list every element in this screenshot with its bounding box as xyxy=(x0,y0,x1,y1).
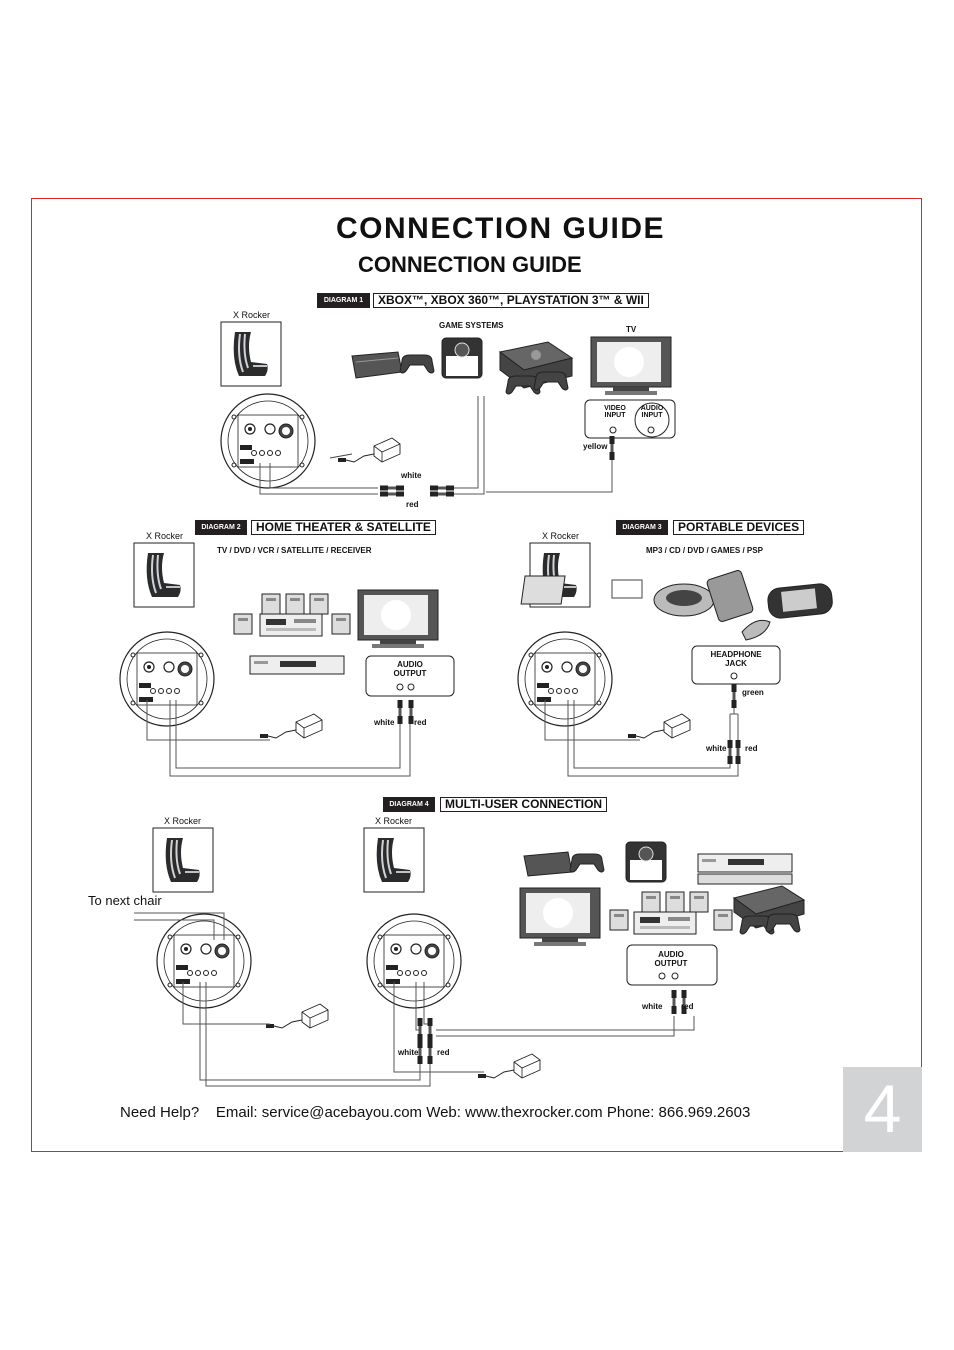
support-web[interactable]: Web: www.thexrocker.com xyxy=(426,1104,603,1121)
diagram-3-red-label: red xyxy=(745,744,758,753)
help-footer: Need Help? Email: service@acebayou.com W… xyxy=(120,1104,750,1121)
diagram-1-devices-label: GAME SYSTEMS xyxy=(439,321,504,330)
diagram-2-tag: DIAGRAM 2 xyxy=(195,520,247,535)
page-number: 4 xyxy=(843,1067,922,1152)
diagram-4-chair-1-label: X Rocker xyxy=(164,816,202,826)
video-input-label: VIDEO INPUT xyxy=(604,405,626,419)
diagram-2-white-label: white xyxy=(374,718,395,727)
support-phone: Phone: 866.969.2603 xyxy=(606,1104,751,1121)
diagram-1-chair-label: X Rocker xyxy=(233,310,271,320)
diagram-2-audio-output-label: AUDIO OUTPUT xyxy=(393,660,427,678)
diagram-4-chair-2-label: X Rocker xyxy=(375,816,413,826)
cable-white-label: white xyxy=(401,471,422,480)
to-next-chair-label: To next chair xyxy=(88,893,162,908)
diagram-2-chair-label: X Rocker xyxy=(146,531,184,541)
diagram-4-white-label-1: white xyxy=(642,1002,663,1011)
help-text: Need Help? xyxy=(120,1104,200,1121)
diagram-3-green-label: green xyxy=(742,688,764,697)
diagram-3-name: PORTABLE DEVICES xyxy=(673,520,805,535)
diagram-4-white-label-2: white xyxy=(398,1048,419,1057)
diagram-3-tag: DIAGRAM 3 xyxy=(616,520,668,535)
cable-yellow-label: yellow xyxy=(583,442,608,451)
diagram-3-white-label: white xyxy=(706,744,727,753)
cable-red-label: red xyxy=(406,500,419,509)
diagram-2-red-label: red xyxy=(414,718,427,727)
ps2-console-icon xyxy=(351,351,403,379)
guide-frame xyxy=(31,198,922,1152)
page-subtitle: CONNECTION GUIDE xyxy=(358,252,582,277)
headphone-jack-label: HEADPHONE JACK xyxy=(710,650,762,668)
diagram-2-name: HOME THEATER & SATELLITE xyxy=(251,520,436,535)
portable-dvd-icon xyxy=(520,575,643,605)
diagram-1-tag: DIAGRAM 1 xyxy=(317,293,370,308)
support-email[interactable]: Email: service@acebayou.com xyxy=(215,1104,423,1121)
diagram-1-tv-label: TV xyxy=(626,325,637,334)
diagram-1-name: XBOX™, XBOX 360™, PLAYSTATION 3™ & WII xyxy=(373,293,649,308)
page-title: CONNECTION GUIDE xyxy=(336,212,666,245)
diagram-2-devices-label: TV / DVD / VCR / SATELLITE / RECEIVER xyxy=(217,546,372,555)
diagram-3-devices-label: MP3 / CD / DVD / GAMES / PSP xyxy=(646,546,763,555)
diagram-4-red-label-1: red xyxy=(681,1002,694,1011)
diagram-3-chair-label: X Rocker xyxy=(542,531,580,541)
diagram-4-tag: DIAGRAM 4 xyxy=(383,797,435,812)
diagram-4-name: MULTI-USER CONNECTION xyxy=(440,797,608,812)
audio-input-label: AUDIO INPUT xyxy=(640,405,664,419)
gamecube-icon xyxy=(441,337,483,379)
diagram-4-red-label-2: red xyxy=(437,1048,450,1057)
diagram-4-audio-output-label: AUDIO OUTPUT xyxy=(654,950,688,968)
